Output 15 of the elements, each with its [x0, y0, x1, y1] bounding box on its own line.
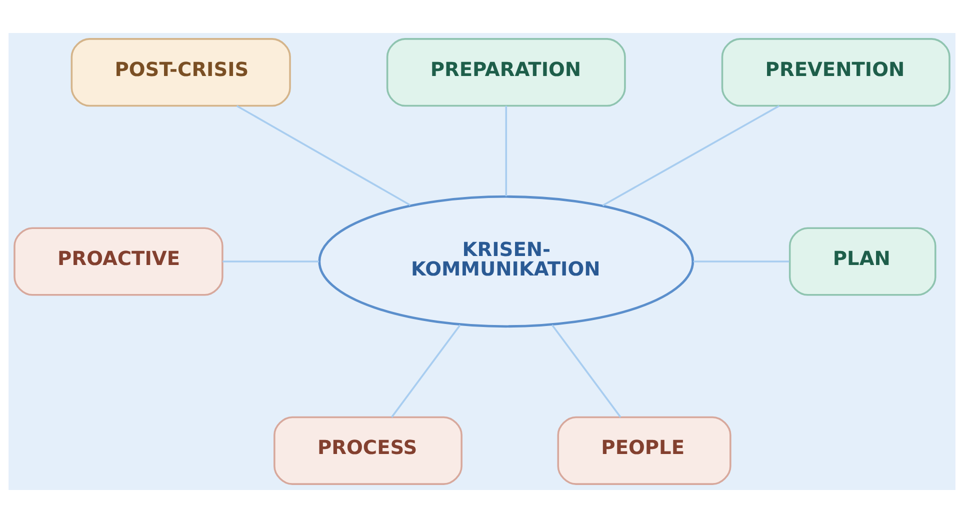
node-box: POST-CRISIS	[70, 38, 291, 106]
connector	[602, 104, 780, 206]
node-box: PREPARATION	[386, 38, 626, 106]
connector	[551, 324, 622, 418]
connector	[505, 105, 508, 196]
connector	[391, 324, 461, 418]
node-ellipse: KRISEN- KOMMUNIKATION	[318, 194, 694, 328]
node-box: PEOPLE	[557, 416, 732, 484]
connector	[693, 260, 790, 262]
connector	[236, 104, 411, 206]
node-box: PLAN	[788, 226, 936, 296]
connector	[222, 260, 319, 262]
node-box: PROACTIVE	[14, 226, 224, 296]
node-box: PROCESS	[274, 416, 462, 484]
node-box: PREVENTION	[721, 38, 950, 106]
